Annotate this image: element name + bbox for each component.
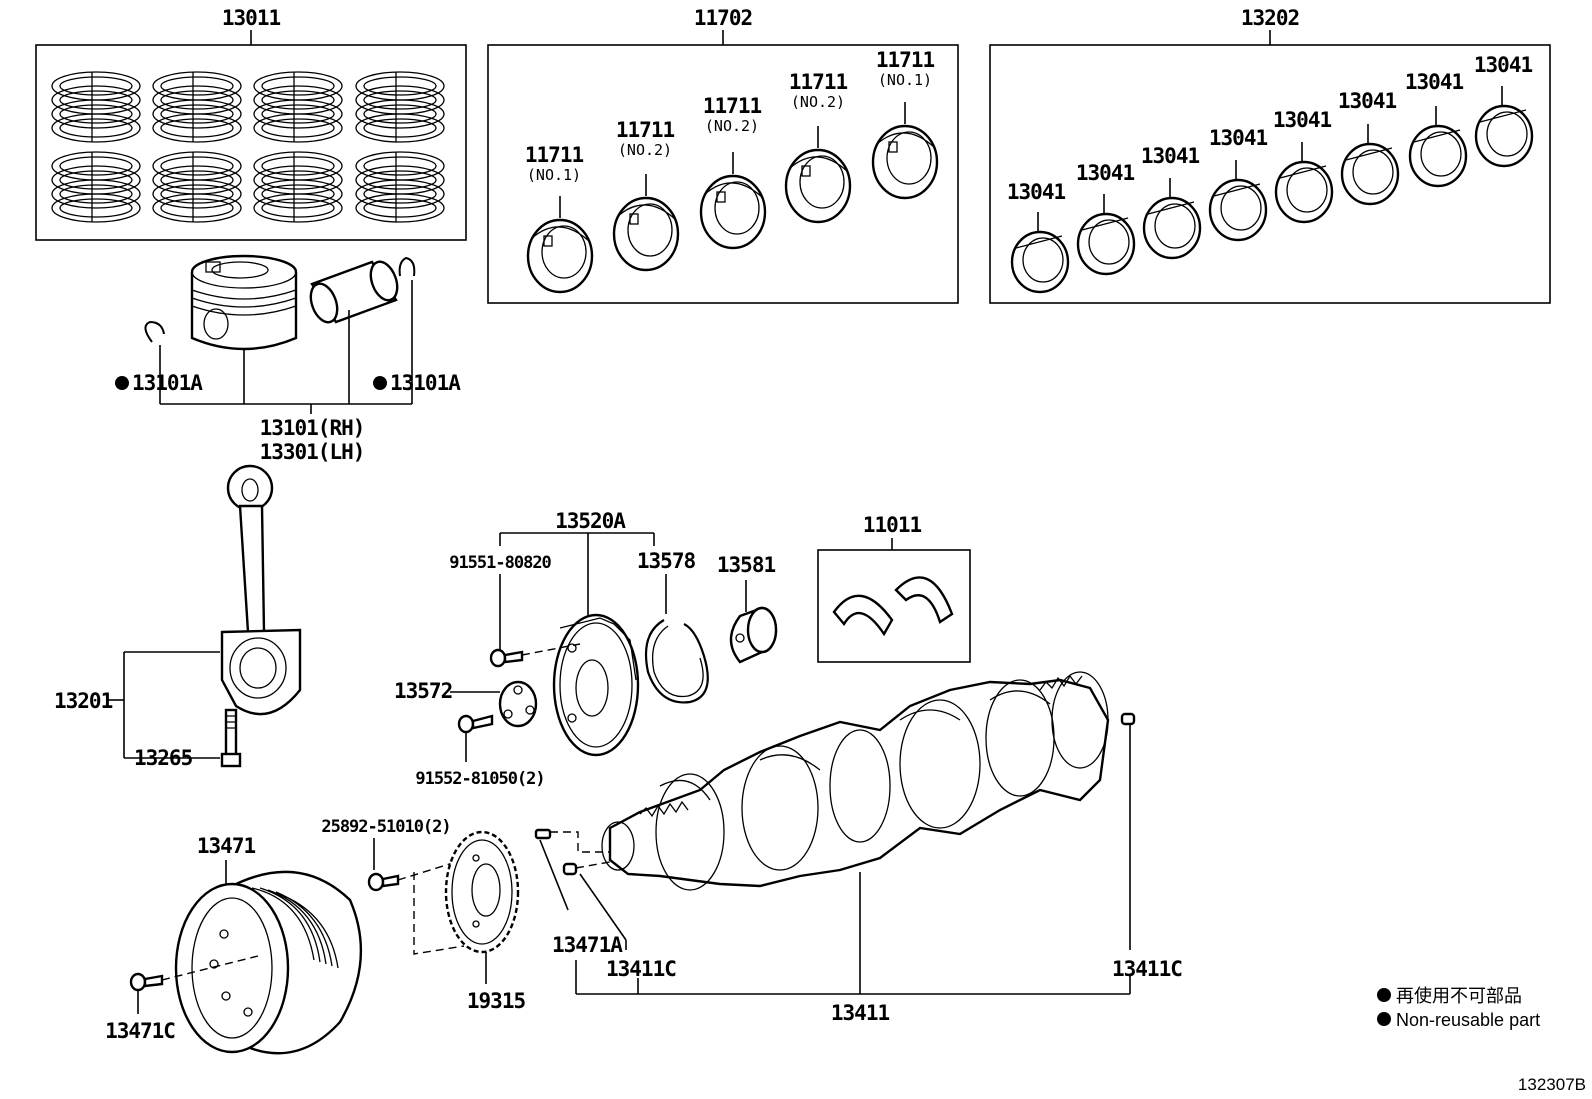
main-bearing-shell	[871, 102, 939, 200]
main-bearing-shells	[526, 102, 939, 294]
piston-ring-stack	[355, 71, 445, 143]
rod-bolt	[220, 708, 242, 768]
label-no2-b: (NO.2)	[705, 117, 759, 135]
rod-bearing-shell	[1208, 160, 1268, 242]
label-no1-a: (NO.1)	[527, 166, 581, 184]
piston-pin	[309, 260, 399, 324]
bushing	[729, 606, 778, 664]
thrust-washer-left	[832, 594, 894, 637]
label-rod-bearing-6: 13041	[1338, 89, 1397, 113]
label-gear-assy: 13520A	[555, 509, 626, 533]
label-crankshaft: 13411	[831, 1001, 890, 1025]
label-pin-left: 13411C	[606, 957, 676, 981]
rod-bearing-shell	[1274, 142, 1334, 224]
rod-bearing-set-box	[989, 44, 1551, 304]
label-rod-bearing-2: 13041	[1076, 161, 1135, 185]
rod-bearing-shell	[1474, 86, 1534, 168]
connecting-rod	[220, 464, 302, 716]
label-con-rod: 13201	[54, 689, 113, 713]
label-rod-bearing-3: 13041	[1141, 144, 1200, 168]
piston-ring-stack	[253, 151, 343, 223]
main-bearing-shell	[526, 196, 594, 294]
crankshaft	[601, 671, 1110, 891]
label-main-bearing-1: 11711	[525, 143, 584, 167]
nonreusable-bullet-right	[373, 376, 387, 390]
label-main-bearing-4: 11711	[789, 70, 848, 94]
label-gear-ring: 13578	[637, 549, 696, 573]
piston-ring-stack	[152, 151, 242, 223]
snap-ring-right	[398, 256, 416, 277]
timing-rotor	[444, 830, 520, 954]
gear-ring	[644, 619, 709, 704]
timing-bolt	[367, 872, 400, 892]
main-bearing-shell	[699, 152, 767, 250]
label-piston-rh: 13101(RH)	[260, 416, 365, 440]
label-rings-set: 13011	[222, 6, 281, 30]
legend-text-en: Non-reusable part	[1396, 1010, 1540, 1030]
label-rod-bearing-set: 13202	[1241, 6, 1299, 30]
crank-pin-right	[1120, 712, 1136, 726]
label-main-bearing-3: 11711	[703, 94, 762, 118]
rod-bearing-shell	[1010, 212, 1070, 294]
label-rod-bearing-1: 13041	[1007, 180, 1066, 204]
legend-bullet-jp	[1377, 988, 1391, 1002]
label-pulley-bolt: 13471C	[105, 1019, 175, 1043]
label-pulley-key: 13471A	[552, 933, 623, 957]
piston	[190, 254, 298, 351]
rod-bearing-shell	[1076, 194, 1136, 276]
main-bearing-shell	[612, 174, 680, 272]
label-pulley: 13471	[197, 834, 256, 858]
label-gear-bolt: 91551-80820	[449, 553, 551, 573]
piston-ring-stack	[51, 71, 141, 143]
plate-bolt	[457, 714, 494, 734]
gear-bolt	[489, 648, 524, 668]
crank-pulley	[174, 870, 363, 1055]
label-main-bearing-5: 11711	[876, 48, 935, 72]
rod-bearing-shell	[1340, 124, 1400, 206]
main-bearing-shell	[784, 126, 852, 224]
label-bushing: 13581	[717, 553, 776, 577]
figure-code: 132307B	[1518, 1075, 1586, 1094]
label-main-bearing-2: 11711	[616, 118, 675, 142]
plate	[498, 680, 538, 728]
piston-ring-stack	[152, 71, 242, 143]
rod-bearing-shell	[1408, 106, 1468, 188]
legend-bullet-en	[1377, 1012, 1391, 1026]
label-plate-bolt: 91552-81050(2)	[415, 769, 544, 789]
thrust-washer-right	[894, 576, 954, 624]
label-thrust-washer: 11011	[863, 513, 922, 537]
nonreusable-bullet-left	[115, 376, 129, 390]
legend-text-jp: 再使用不可部品	[1396, 986, 1522, 1006]
piston-ring-stack	[355, 151, 445, 223]
label-rod-bearing-5: 13041	[1273, 108, 1332, 132]
crank-key	[534, 828, 552, 840]
label-plate: 13572	[394, 679, 452, 703]
piston-ring-stacks	[51, 71, 445, 223]
label-no2-c: (NO.2)	[791, 93, 845, 111]
label-main-bearing-set: 11702	[694, 6, 752, 30]
label-rod-bolt: 13265	[134, 746, 193, 770]
label-rod-bearing-7: 13041	[1405, 70, 1464, 94]
label-snap-ring-right: 13101A	[390, 371, 461, 395]
piston-ring-stack	[51, 151, 141, 223]
label-timing-rotor: 19315	[467, 989, 526, 1013]
label-no1-b: (NO.1)	[878, 71, 932, 89]
piston-ring-stack	[253, 71, 343, 143]
snap-ring-left	[144, 320, 165, 343]
label-rod-bearing-8: 13041	[1474, 53, 1533, 77]
thrust-washer-box	[817, 549, 971, 663]
label-piston-lh: 13301(LH)	[260, 440, 365, 464]
rod-bearing-shells	[1010, 86, 1534, 294]
rod-bearing-shell	[1142, 178, 1202, 260]
label-no2-a: (NO.2)	[618, 141, 672, 159]
pulley-bolt	[129, 972, 164, 992]
crank-pin-left	[562, 862, 578, 876]
gear	[552, 613, 640, 757]
label-snap-ring-left: 13101A	[132, 371, 203, 395]
label-rod-bearing-4: 13041	[1209, 126, 1268, 150]
label-pin-right: 13411C	[1112, 957, 1182, 981]
label-pulley-bolt-kit: 25892-51010(2)	[321, 817, 450, 837]
